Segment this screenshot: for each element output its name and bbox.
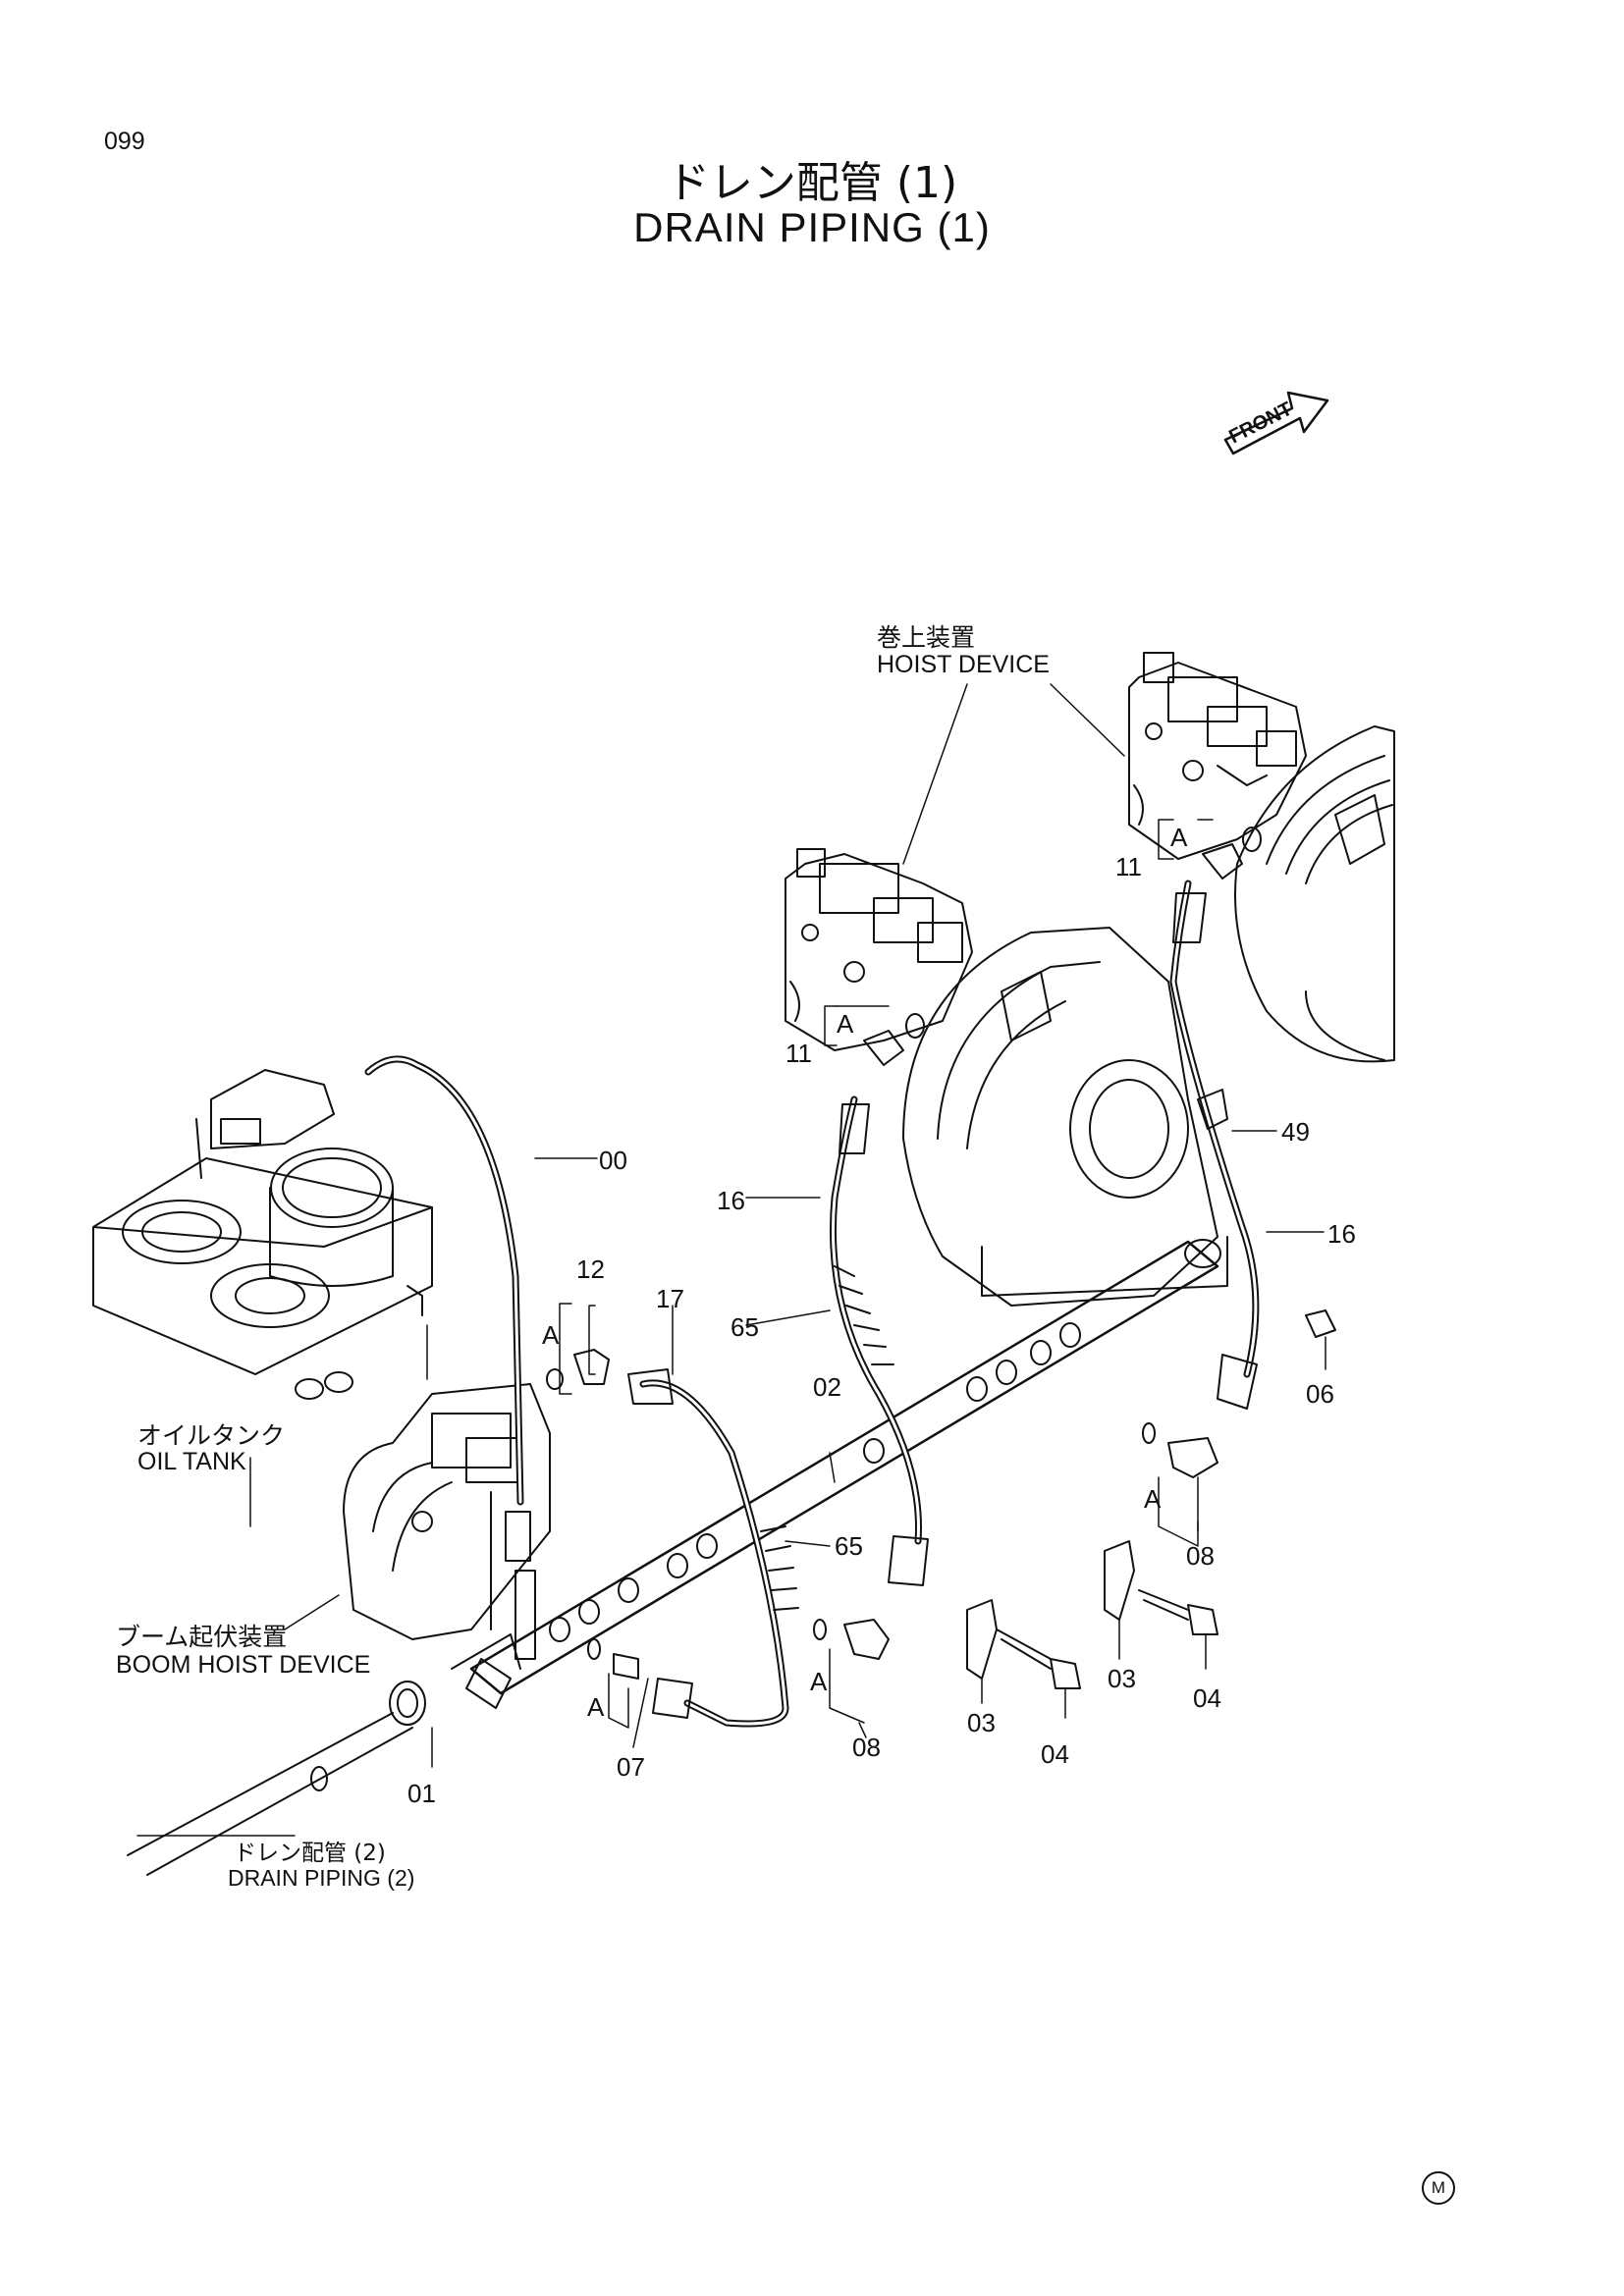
callout-12: 12 — [576, 1255, 605, 1284]
page-title-english: DRAIN PIPING (1) — [633, 204, 991, 250]
upper-hoist-device — [1128, 652, 1395, 1063]
callout-06: 06 — [1306, 1379, 1334, 1409]
drain-piping-2-label-jp: ドレン配管 (2) — [234, 1841, 386, 1866]
callout-16-left: 16 — [717, 1186, 745, 1215]
callout-65-upper: 65 — [731, 1312, 759, 1342]
callout-01: 01 — [407, 1779, 436, 1808]
callout-03-left: 03 — [967, 1708, 996, 1737]
callout-17: 17 — [656, 1284, 684, 1313]
boom-hoist-device-label-jp: ブーム起伏装置 — [116, 1623, 288, 1651]
fittings — [127, 827, 1336, 1876]
detail-marker-a: A — [837, 1009, 854, 1039]
page-title-japanese: ドレン配管 (1) — [666, 158, 958, 208]
footer-m-mark: M — [1422, 2171, 1455, 2205]
page-number: 099 — [104, 128, 145, 155]
callout-02: 02 — [813, 1372, 841, 1402]
detail-marker-a: A — [1170, 823, 1188, 852]
spring-guard-65 — [760, 1525, 831, 1611]
callout-49: 49 — [1281, 1117, 1310, 1147]
detail-brackets — [136, 819, 1326, 1837]
callout-04-right: 04 — [1193, 1683, 1221, 1713]
detail-marker-a: A — [810, 1667, 828, 1696]
callout-03-right: 03 — [1108, 1664, 1136, 1693]
callout-04-left: 04 — [1041, 1739, 1069, 1769]
boom-hoist-device-label-en: BOOM HOIST DEVICE — [116, 1651, 371, 1679]
callout-07: 07 — [617, 1752, 645, 1782]
callout-16-right: 16 — [1327, 1219, 1356, 1249]
manifold-pipe-02 — [451, 1239, 1221, 1709]
detail-marker-a: A — [1144, 1484, 1162, 1514]
oil-tank-label-jp: オイルタンク — [137, 1421, 286, 1450]
detail-marker-a: A — [542, 1320, 560, 1350]
callout-08-right: 08 — [1186, 1541, 1215, 1571]
callout-08-left: 08 — [852, 1733, 881, 1762]
oil-tank — [92, 1069, 433, 1400]
callout-11-lower: 11 — [785, 1039, 812, 1068]
callout-65-lower: 65 — [835, 1531, 863, 1561]
hoist-device-label-en: HOIST DEVICE — [877, 651, 1050, 678]
front-arrow-icon: FRONT — [1223, 391, 1329, 455]
front-label: FRONT — [1225, 399, 1295, 449]
hose-16-left — [745, 1095, 929, 1586]
oil-tank-label-en: OIL TANK — [137, 1448, 246, 1475]
hose-17 — [627, 1305, 789, 1728]
hoist-device-label-jp: 巻上装置 — [877, 623, 976, 652]
hose-00 — [364, 1055, 598, 1562]
detail-marker-a: A — [587, 1692, 605, 1722]
callout-00: 00 — [599, 1146, 627, 1175]
hoist-device-leaders — [902, 683, 1125, 865]
drain-piping-2-label-en: DRAIN PIPING (2) — [228, 1865, 415, 1891]
lower-hoist-device — [785, 848, 1228, 1307]
callout-11-upper: 11 — [1115, 852, 1142, 881]
